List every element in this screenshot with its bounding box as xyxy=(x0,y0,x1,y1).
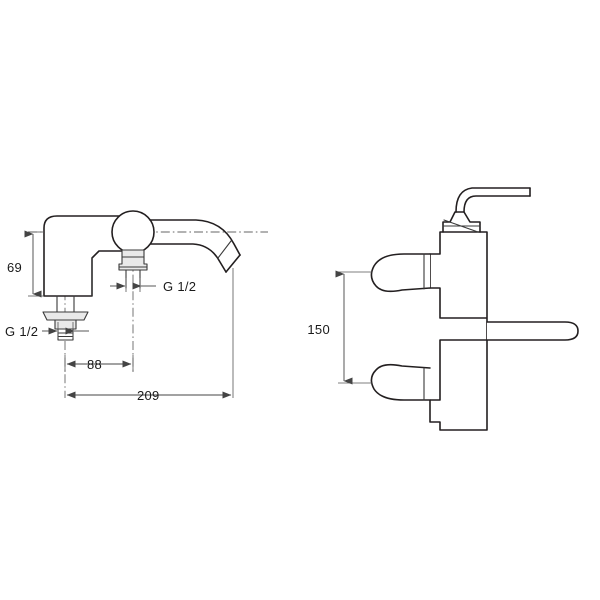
lower-handle xyxy=(370,363,431,401)
spout-bottom-edge xyxy=(150,243,227,273)
lever-hub-outline xyxy=(442,211,481,233)
lever-hub-bevel xyxy=(443,219,479,233)
spout-top-edge xyxy=(149,219,241,256)
dimension-label-88: 88 xyxy=(87,357,102,372)
dimension-label-69: 69 xyxy=(7,260,22,275)
front-body-outline xyxy=(429,231,488,431)
callout-label-g12-left: G 1/2 xyxy=(5,324,38,339)
front-spout-arm xyxy=(486,321,579,341)
ball-joint xyxy=(111,210,155,254)
lever-arm-bottom-edge xyxy=(463,195,531,213)
spout-tip-inner-line xyxy=(217,240,232,259)
left-thread-tail xyxy=(57,328,74,341)
center-shank-collar xyxy=(118,249,148,271)
callout-label-g12-center: G 1/2 xyxy=(163,279,196,294)
upper-handle xyxy=(370,253,431,293)
front-view-group: 150 xyxy=(307,187,579,431)
spout-tip-face xyxy=(225,254,241,273)
mounting-flange xyxy=(42,311,89,321)
dimension-label-150: 150 xyxy=(307,322,330,337)
lever-arm-top-edge xyxy=(455,187,531,213)
side-view-group: 69 G 1/2 G 1/2 88 209 xyxy=(5,210,268,403)
dimension-label-209: 209 xyxy=(137,388,160,403)
